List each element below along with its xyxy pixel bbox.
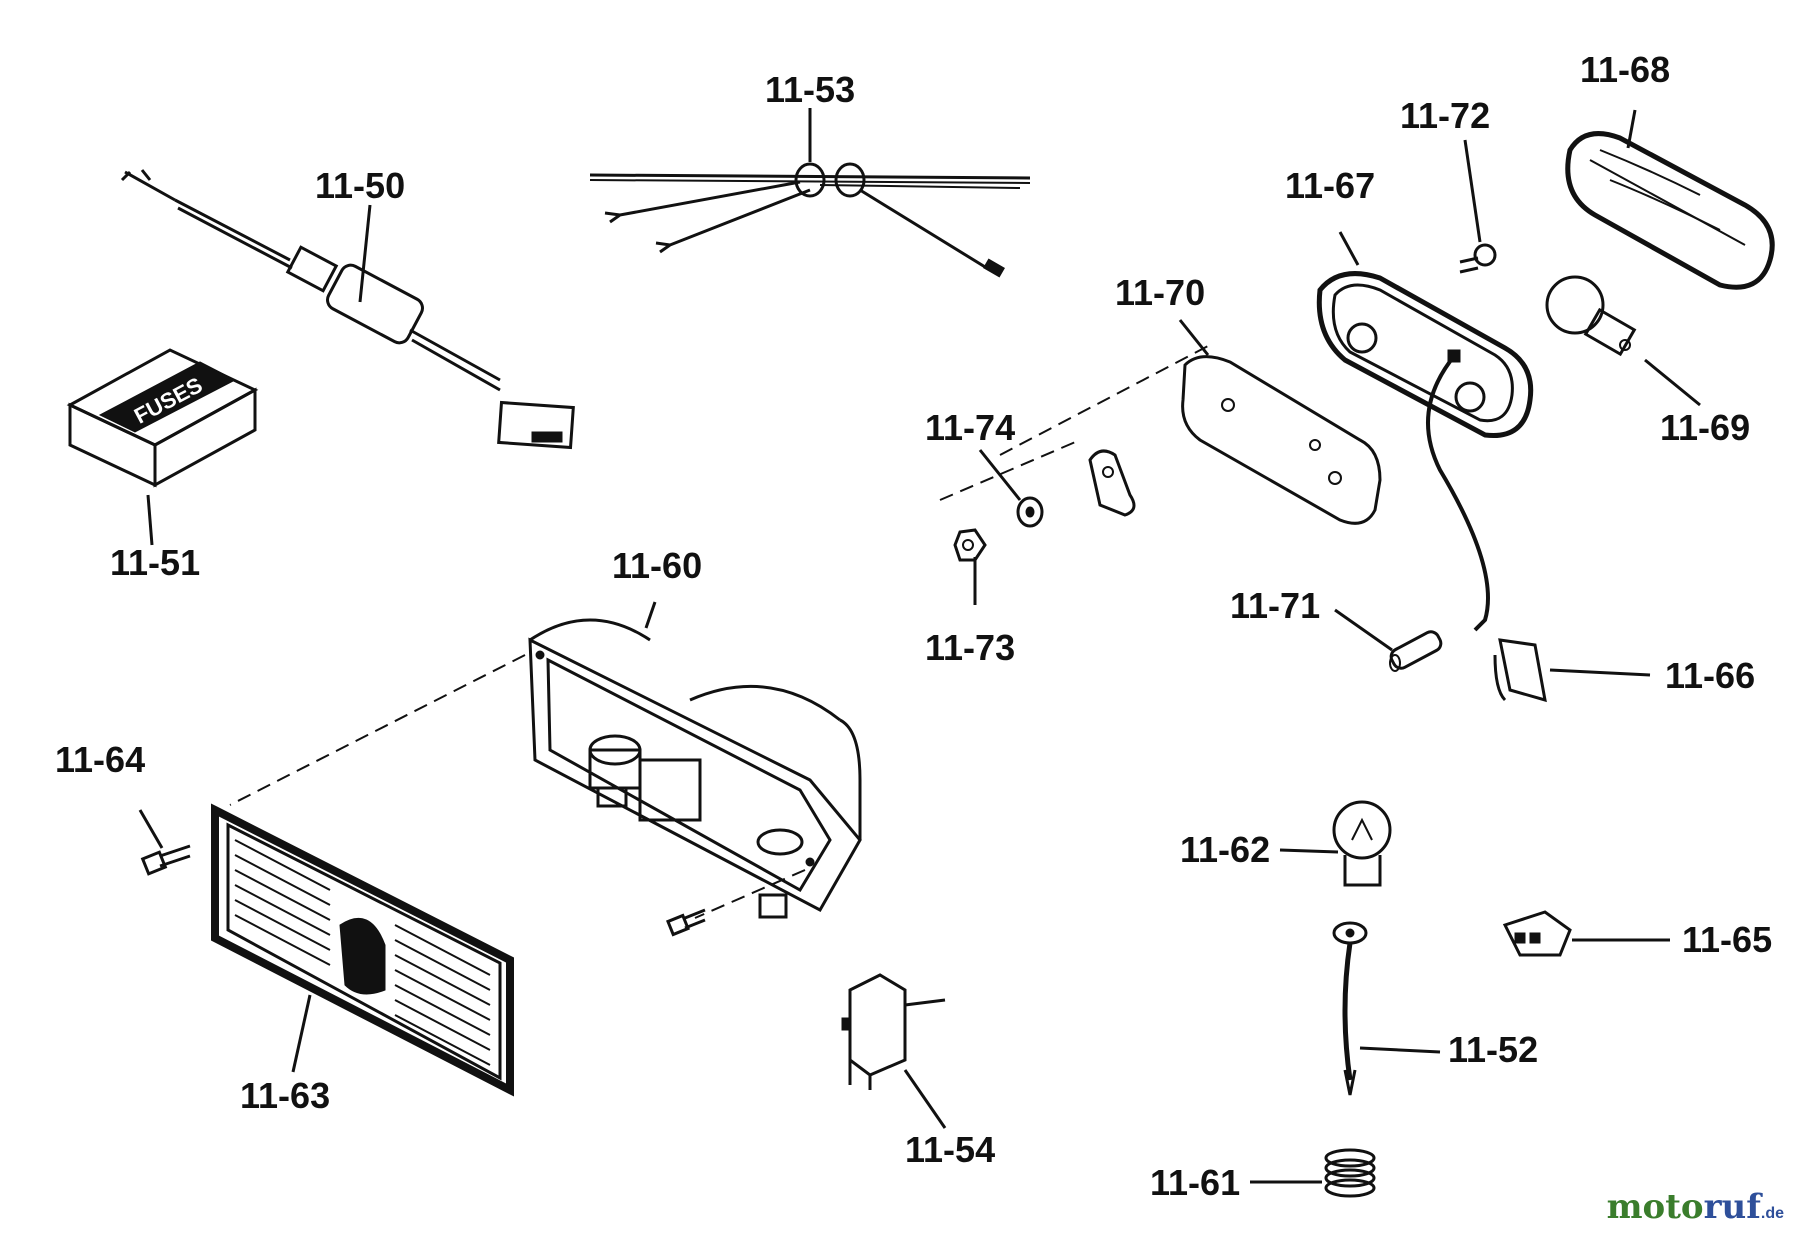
part-labels: 11-50 11-51 11-52 11-53 11-54 11-60 11-6…	[55, 49, 1772, 1203]
watermark-logo: motoruf.de	[1607, 1187, 1784, 1227]
label-11-53: 11-53	[765, 69, 855, 110]
lamp-housing	[528, 618, 862, 919]
label-11-64: 11-64	[55, 739, 145, 780]
label-11-68: 11-68	[1580, 49, 1670, 90]
label-11-74: 11-74	[925, 407, 1015, 448]
label-11-65: 11-65	[1682, 919, 1772, 960]
hex-nut	[953, 528, 987, 562]
label-11-71: 11-71	[1230, 585, 1320, 626]
tail-light-lens	[1565, 131, 1775, 290]
label-11-67: 11-67	[1285, 165, 1375, 206]
alignment-line-tail	[999, 344, 1211, 456]
label-11-72: 11-72	[1400, 95, 1490, 136]
wiring-harness	[589, 162, 1031, 278]
label-11-52: 11-52	[1448, 1029, 1538, 1070]
label-11-73: 11-73	[925, 627, 1015, 668]
fuse-holder-cable	[120, 169, 575, 450]
label-11-54: 11-54	[905, 1129, 995, 1170]
grille-screw	[140, 844, 191, 876]
alignment-line-bracket	[939, 439, 1081, 501]
label-11-66: 11-66	[1665, 655, 1755, 696]
headlight-bulb	[1332, 800, 1392, 887]
washer	[1016, 496, 1044, 528]
toggle-switch	[841, 973, 946, 1090]
label-11-60: 11-60	[612, 545, 702, 586]
leader-lines	[138, 108, 1701, 1184]
watermark-part3: .de	[1760, 1205, 1784, 1222]
spring	[1324, 1148, 1376, 1198]
label-11-70: 11-70	[1115, 272, 1205, 313]
socket-wire	[1332, 921, 1368, 1096]
label-11-69: 11-69	[1660, 407, 1750, 448]
alignment-line-grille	[229, 654, 526, 806]
label-11-61: 11-61	[1150, 1162, 1240, 1203]
wire-connector	[1389, 630, 1443, 672]
lens-screw	[1459, 243, 1497, 274]
housing-screw	[666, 908, 706, 937]
wire-plug	[1502, 910, 1572, 957]
alignment-line-screw	[694, 869, 806, 919]
tail-light-body	[1316, 271, 1534, 632]
grille	[211, 803, 514, 1097]
watermark-part2: ruf	[1703, 1187, 1761, 1227]
tail-light-bulb	[1545, 275, 1637, 357]
mounting-bracket	[1088, 449, 1136, 517]
watermark-part1: moto	[1606, 1187, 1704, 1227]
mounting-plate	[1181, 355, 1382, 525]
label-11-50: 11-50	[315, 165, 405, 206]
fuse-box: FUSES	[66, 348, 259, 488]
label-11-62: 11-62	[1180, 829, 1270, 870]
label-11-63: 11-63	[240, 1075, 330, 1116]
spring-clip	[1493, 638, 1547, 703]
label-11-51: 11-51	[110, 542, 200, 583]
